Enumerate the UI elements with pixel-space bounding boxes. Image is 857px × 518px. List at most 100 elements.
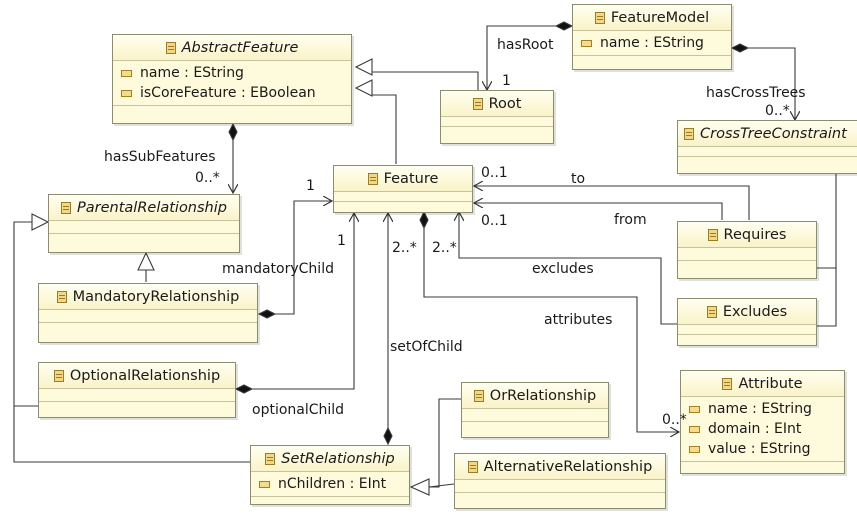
label-hascrosstrees-multiplicity: 0..*	[765, 103, 790, 119]
class-requires[interactable]: Requires	[677, 221, 817, 279]
composition-diamond-hasroot	[554, 21, 574, 31]
class-header: OptionalRelationship	[39, 363, 235, 389]
attributes-compartment	[678, 248, 816, 261]
eattribute-icon	[689, 425, 700, 433]
class-header: OrRelationship	[462, 383, 608, 409]
operations-compartment	[113, 106, 351, 115]
class-header: Attribute	[681, 371, 844, 397]
label-setofchild-multiplicity: 2..*	[392, 240, 417, 256]
class-feature[interactable]: Feature	[333, 165, 473, 213]
class-orrelationship[interactable]: OrRelationship	[461, 382, 609, 438]
label-from-multiplicity: 0..1	[481, 213, 508, 229]
eclass-icon	[61, 201, 72, 214]
class-name: Feature	[383, 170, 439, 187]
eclass-icon	[722, 377, 733, 390]
generalization-root-abstractfeature	[372, 71, 479, 91]
eclass-icon	[53, 369, 64, 382]
class-attribute[interactable]: Attribute name : EString domain : EInt v…	[680, 370, 845, 474]
operations-compartment	[251, 497, 409, 506]
class-name: Attribute	[738, 375, 803, 392]
attribute-text: domain : EInt	[708, 421, 802, 437]
eclass-icon	[684, 127, 694, 140]
attribute-row[interactable]: isCoreFeature : EBoolean	[113, 83, 351, 103]
operations-compartment	[39, 402, 235, 416]
attributes-compartment	[462, 409, 608, 422]
class-header: ParentalRelationship	[49, 195, 239, 221]
class-root[interactable]: Root	[440, 90, 554, 144]
attribute-list: nChildren : EInt	[251, 472, 409, 497]
eattribute-icon	[581, 39, 592, 47]
eattribute-icon	[259, 480, 270, 488]
label-mandatorychild-multiplicity-top: 1	[306, 178, 315, 194]
class-header: Root	[441, 91, 553, 117]
attribute-list: name : EString isCoreFeature : EBoolean	[113, 61, 351, 106]
operations-compartment	[462, 422, 608, 436]
association-from	[474, 203, 723, 220]
attribute-row[interactable]: name : EString	[573, 33, 731, 53]
operations-compartment	[678, 261, 816, 279]
operations-compartment	[49, 234, 239, 252]
eclass-icon	[473, 389, 484, 402]
attributes-compartment	[678, 147, 857, 157]
generalization-triangle-parental-left	[31, 213, 50, 231]
eclass-icon	[165, 41, 176, 54]
class-excludes[interactable]: Excludes	[677, 298, 817, 346]
label-hassubfeatures: hasSubFeatures	[104, 149, 216, 165]
label-optionalchild: optionalChild	[252, 402, 345, 418]
class-mandatoryrelationship[interactable]: MandatoryRelationship	[38, 283, 258, 343]
operations-compartment	[39, 323, 257, 341]
attributes-compartment	[334, 192, 472, 202]
class-optionalrelationship[interactable]: OptionalRelationship	[38, 362, 236, 418]
label-setofchild: setOfChild	[390, 339, 463, 355]
attribute-row[interactable]: value : EString	[681, 439, 844, 459]
class-featuremodel[interactable]: FeatureModel name : EString	[572, 4, 732, 70]
class-name: FeatureModel	[610, 9, 710, 26]
class-name: OptionalRelationship	[69, 367, 221, 384]
generalization-excludes-crosstree	[817, 268, 837, 327]
composition-diamond-setofchild	[383, 426, 393, 446]
class-name: Root	[488, 95, 522, 112]
operations-compartment	[441, 127, 553, 136]
class-alternativerelationship[interactable]: AlternativeRelationship	[454, 453, 666, 509]
eclass-icon	[265, 452, 276, 465]
generalization-optional-parental	[13, 221, 40, 407]
operations-compartment	[678, 157, 857, 166]
operations-compartment	[678, 335, 816, 344]
attribute-list: name : EString	[573, 31, 731, 56]
composition-diamond-optionalchild	[234, 384, 254, 394]
eclass-icon	[594, 11, 605, 24]
class-name: SetRelationship	[281, 450, 395, 467]
class-header: AbstractFeature	[113, 35, 351, 61]
composition-diamond-hascrosstrees	[730, 43, 750, 53]
composition-diamond-attributes	[419, 210, 429, 230]
generalization-triangle-parental	[137, 251, 155, 271]
generalization-feature-abstractfeature	[372, 94, 397, 164]
class-header: SetRelationship	[251, 446, 409, 472]
class-name: Excludes	[722, 303, 788, 320]
attribute-row[interactable]: name : EString	[113, 63, 351, 83]
class-crosstreeconstraint[interactable]: CrossTreeConstraint	[677, 120, 857, 174]
class-name: ParentalRelationship	[77, 199, 227, 216]
label-mandatorychild: mandatoryChild	[222, 261, 334, 277]
composition-diamond-hassubfeatures	[228, 122, 238, 142]
label-excludes: excludes	[532, 261, 594, 277]
attribute-text: nChildren : EInt	[278, 476, 387, 492]
attribute-row[interactable]: name : EString	[681, 399, 844, 419]
operations-compartment	[681, 462, 844, 471]
label-hasroot-multiplicity: 1	[502, 73, 511, 89]
class-setrelationship[interactable]: SetRelationship nChildren : EInt	[250, 445, 410, 505]
label-to: to	[571, 171, 586, 187]
class-header: CrossTreeConstraint	[678, 121, 857, 147]
operations-compartment	[573, 56, 731, 65]
class-abstractfeature[interactable]: AbstractFeature name : EString isCoreFea…	[112, 34, 352, 124]
attribute-row[interactable]: domain : EInt	[681, 419, 844, 439]
attribute-row[interactable]: nChildren : EInt	[251, 474, 409, 494]
attribute-text: value : EString	[708, 441, 811, 457]
class-header: Requires	[678, 222, 816, 248]
attribute-text: name : EString	[708, 401, 812, 417]
attribute-list: name : EString domain : EInt value : ESt…	[681, 397, 844, 462]
operations-compartment	[455, 493, 665, 507]
generalization-triangle-set	[409, 478, 430, 496]
class-parentalrelationship[interactable]: ParentalRelationship	[48, 194, 240, 253]
